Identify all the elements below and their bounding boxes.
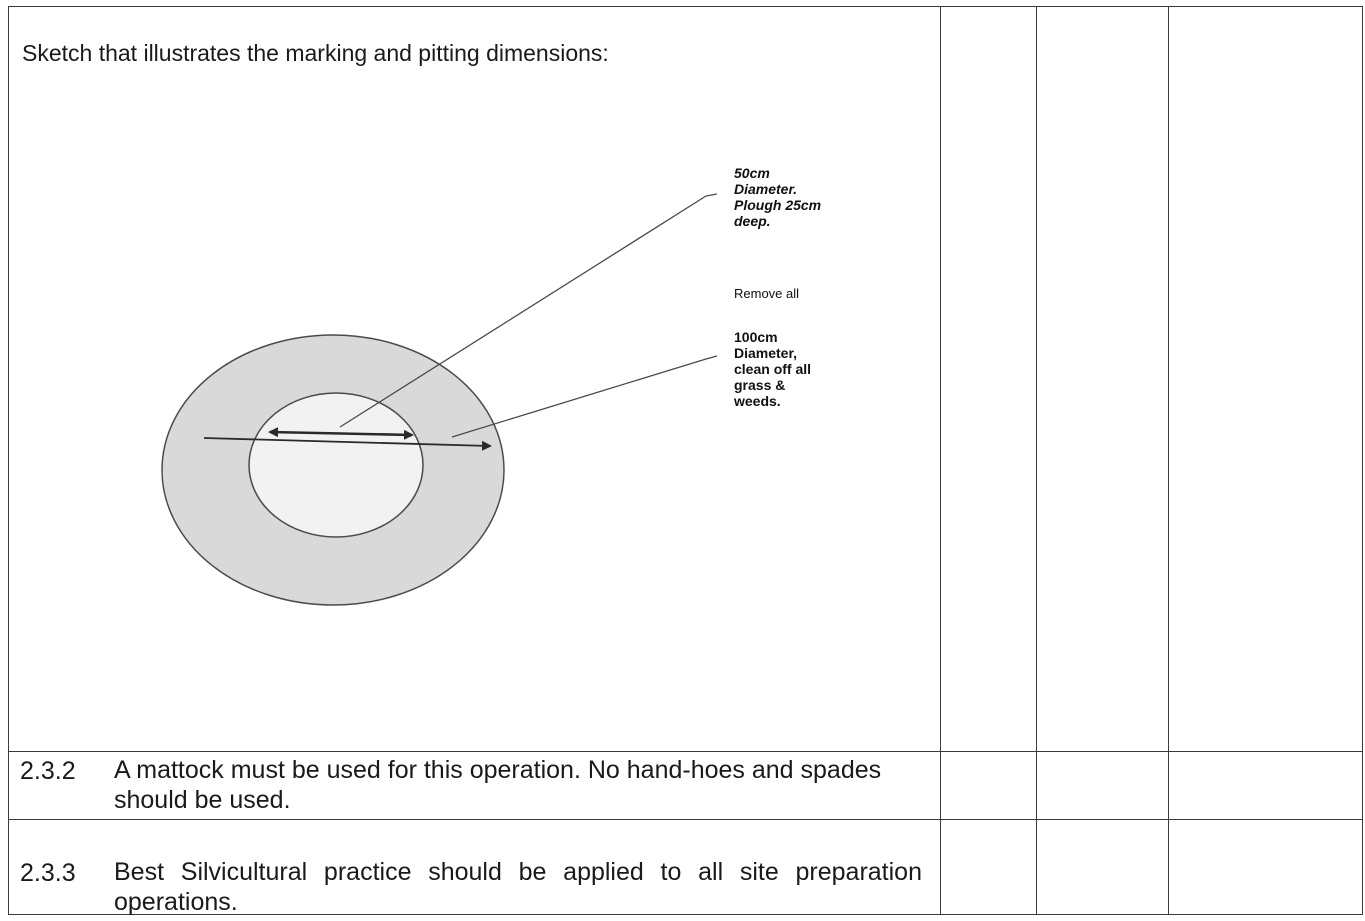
diameter-arrow-100cm — [203, 437, 492, 451]
row-divider-1 — [8, 751, 1363, 752]
callout-100cm-line: Diameter, — [734, 345, 798, 361]
item-text: A mattock must be used for this operatio… — [114, 756, 882, 814]
leader-line-100cm — [451, 358, 707, 438]
callout-100cm-line: clean off all — [734, 361, 812, 377]
callout-50cm-line: Diameter. — [734, 181, 798, 197]
inner-pit-circle — [248, 392, 424, 538]
callout-100cm-line: grass & — [734, 377, 786, 393]
callout-50cm-line: Plough 25cm — [734, 197, 822, 213]
item-number: 2.3.3 — [20, 859, 76, 887]
row-divider-2 — [8, 819, 1363, 820]
leader-line-50cm-tick — [705, 193, 718, 197]
item-text: Best Silvicultural practice should be ap… — [114, 858, 922, 916]
callout-50cm-line: 50cm — [734, 165, 770, 181]
callout-50cm-line: deep. — [734, 213, 771, 229]
callout-100cm-line: 100cm — [734, 329, 778, 345]
callout-100cm-clearing: 100cm Diameter, clean off all grass & we… — [734, 329, 854, 409]
column-divider-2 — [1036, 6, 1037, 915]
callout-50cm-pit: 50cm Diameter. Plough 25cm deep. — [734, 165, 864, 229]
column-divider-1 — [940, 6, 941, 915]
column-divider-3 — [1168, 6, 1169, 915]
table-top-border — [8, 6, 1363, 7]
callout-remove-all: Remove all — [734, 286, 800, 301]
sketch-heading: Sketch that illustrates the marking and … — [22, 40, 609, 66]
table-bottom-border — [8, 914, 1363, 915]
table-right-border — [1362, 6, 1363, 915]
item-number: 2.3.2 — [20, 757, 76, 785]
leader-line-100cm-tick — [705, 355, 718, 360]
pitting-dimensions-sketch — [161, 193, 718, 606]
diameter-arrow-50cm — [268, 427, 414, 440]
table-left-border — [8, 6, 9, 915]
callout-100cm-line: weeds. — [734, 393, 781, 409]
leader-line-50cm — [339, 195, 707, 428]
